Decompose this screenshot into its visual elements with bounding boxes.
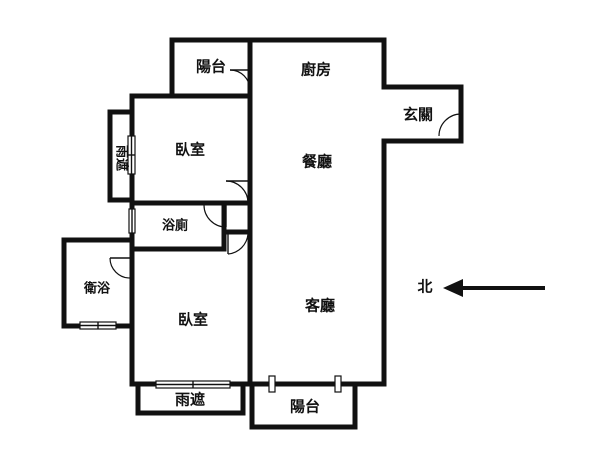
label-kitchen: 廚房 <box>301 61 331 79</box>
windows <box>79 135 342 393</box>
wall-main-block <box>247 37 464 387</box>
north-label: 北 <box>417 278 432 296</box>
wall-canopy-bottom <box>135 381 246 416</box>
door-entrance-arc <box>438 113 462 137</box>
label-entrance: 玄關 <box>403 106 433 124</box>
doors <box>109 69 462 279</box>
label-bedroom-upper: 臥室 <box>175 141 205 159</box>
label-bath-shared: 浴廁 <box>162 218 188 234</box>
door-bath-master-arc <box>109 257 131 279</box>
door-bedroom-upper-arc <box>225 180 249 204</box>
door-post-living-left <box>268 375 276 393</box>
wall-side-canopy <box>107 109 135 203</box>
room-labels: 陽台 廚房 玄關 臥室 餐廳 浴廁 衛浴 客廳 臥室 雨遮 陽台 雨遮 <box>83 58 433 416</box>
label-bath-master: 衛浴 <box>83 281 111 297</box>
label-balcony-top: 陽台 <box>196 58 226 76</box>
walls <box>61 37 464 430</box>
label-canopy-side: 雨遮 <box>114 145 130 171</box>
wall-balcony-bottom <box>249 381 358 430</box>
door-balcony-top-arc <box>229 69 251 91</box>
label-dining: 餐廳 <box>302 153 332 171</box>
north-arrow-icon <box>443 279 463 297</box>
door-bedroom-lower-arc <box>227 233 249 255</box>
label-bedroom-lower: 臥室 <box>178 311 208 329</box>
label-canopy: 雨遮 <box>175 391 205 409</box>
label-living: 客廳 <box>304 297 335 315</box>
wall-bedroom-lower <box>129 229 253 387</box>
label-balcony-bottom: 陽台 <box>290 398 320 416</box>
door-bath-shared-arc <box>203 204 227 228</box>
door-post-living-right <box>334 375 342 393</box>
north-indicator: 北 <box>417 278 545 297</box>
